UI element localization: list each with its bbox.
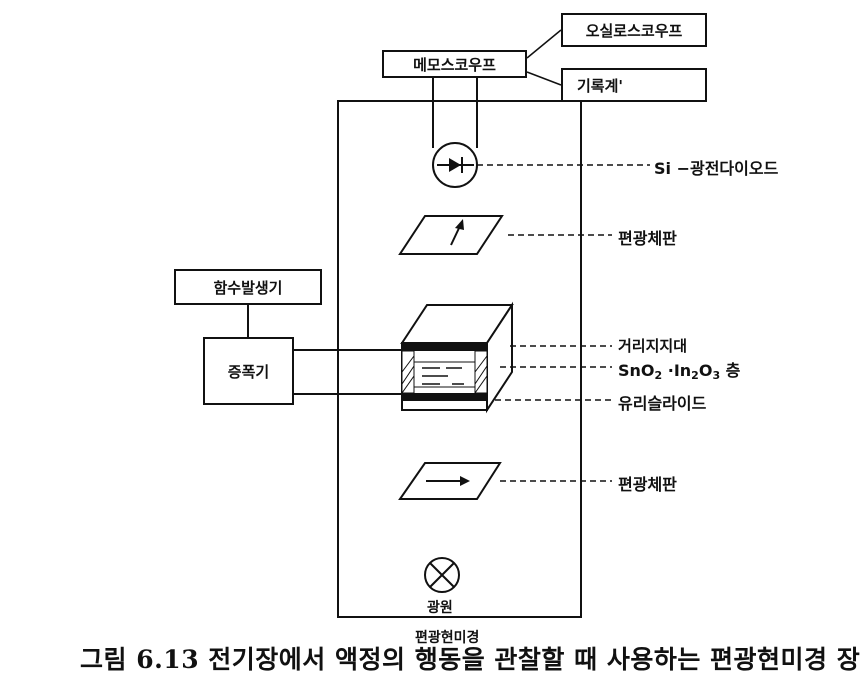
function-generator-box: 함수발생기 bbox=[174, 269, 322, 305]
diode-icon bbox=[449, 158, 461, 172]
recorder-box: 기록계' bbox=[561, 68, 707, 102]
spacer-label: 거리지지대 bbox=[618, 337, 688, 355]
sno2-in2o3-label: SnO2 ·In2O3 층 bbox=[618, 361, 741, 382]
microscope-body bbox=[337, 100, 582, 618]
figure-caption: 그림 6.13 전기장에서 액정의 행동을 관찰할 때 사용하는 편광현미경 장 bbox=[80, 645, 861, 674]
polarizer-top-arrow bbox=[450, 225, 461, 246]
oscilloscope-box: 오실로스코우프 bbox=[561, 13, 707, 47]
polarizer-top bbox=[398, 215, 504, 255]
polarizer-top-label: 편광체판 bbox=[618, 229, 677, 248]
light-source-label: 광원 bbox=[427, 600, 453, 616]
link-memo-oscilloscope bbox=[526, 29, 562, 59]
polarizer-bottom-label: 편광체판 bbox=[618, 475, 677, 494]
liquid-crystal-cell bbox=[400, 301, 514, 414]
amplifier-box: 증폭기 bbox=[203, 337, 294, 405]
microscope-label: 편광현미경 bbox=[415, 630, 480, 646]
photodiode-cable bbox=[432, 77, 478, 148]
glass-slide-label: 유리슬라이드 bbox=[618, 394, 707, 413]
memoscope-box: 메모스코우프 bbox=[382, 50, 527, 78]
link-memo-recorder bbox=[526, 71, 562, 86]
photodiode-label: Si −광전다이오드 bbox=[654, 159, 779, 178]
